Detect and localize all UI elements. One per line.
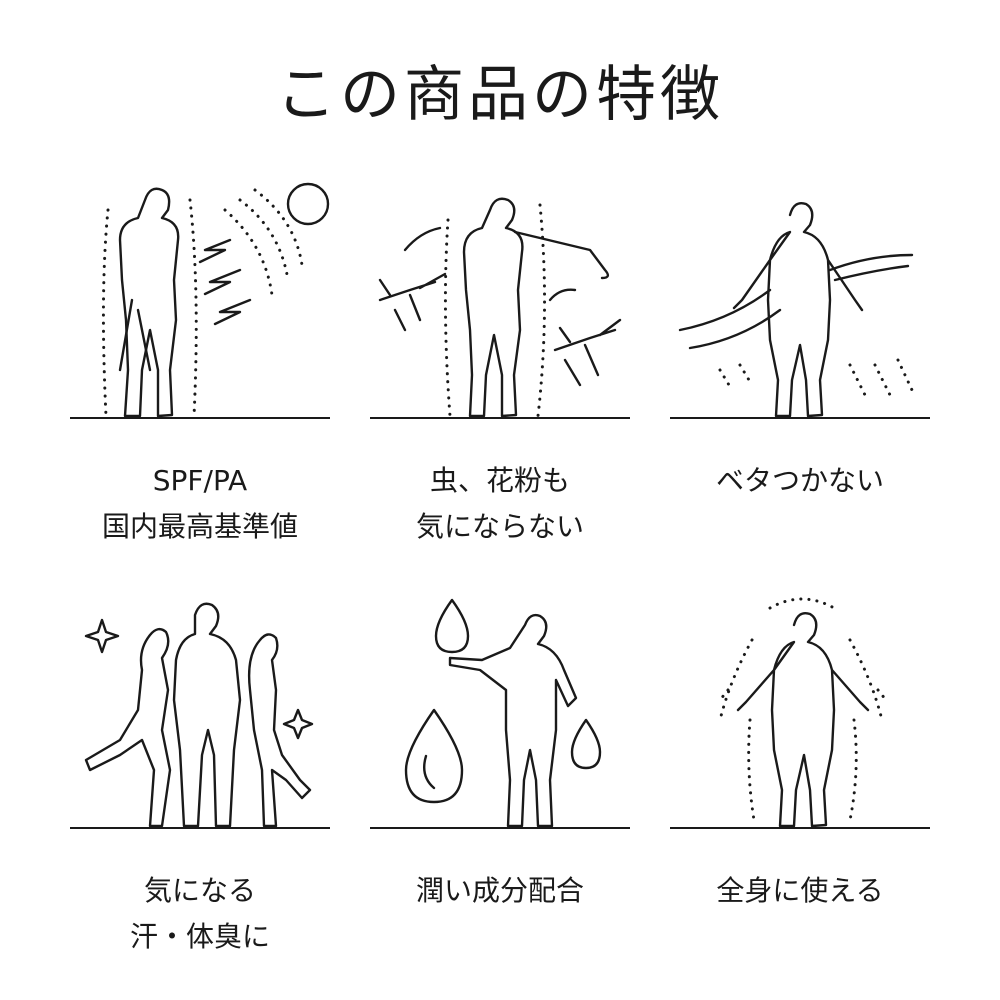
non-sticky-icon [670, 201, 930, 419]
feature-caption: 潤い成分配合 [415, 874, 584, 907]
page-title: この商品の特徴 [276, 60, 724, 130]
feature-caption: 全身に使える [716, 874, 884, 907]
feature-card-moisture: 潤い成分配合 [350, 580, 650, 914]
sun-protection-icon [70, 182, 330, 419]
sweat-odor-icon [70, 602, 330, 829]
full-body-icon [670, 597, 930, 829]
feature-card-sun-protection: SPF/PA 国内最高基準値 [50, 170, 350, 550]
feature-caption: SPF/PA 国内最高基準値 [101, 464, 298, 543]
feature-caption: 気になる 汗・体臭に [129, 874, 270, 953]
feature-caption: 虫、花粉も 気にならない [415, 464, 584, 543]
feature-card-insect-pollen: 虫、花粉も 気にならない [350, 170, 650, 550]
feature-card-non-sticky: ベタつかない [650, 170, 950, 504]
feature-card-full-body: 全身に使える [650, 580, 950, 914]
feature-card-sweat-odor: 気になる 汗・体臭に [50, 580, 350, 960]
feature-caption: ベタつかない [715, 464, 884, 497]
insect-pollen-icon [370, 197, 630, 419]
moisture-drop-icon [370, 598, 630, 829]
